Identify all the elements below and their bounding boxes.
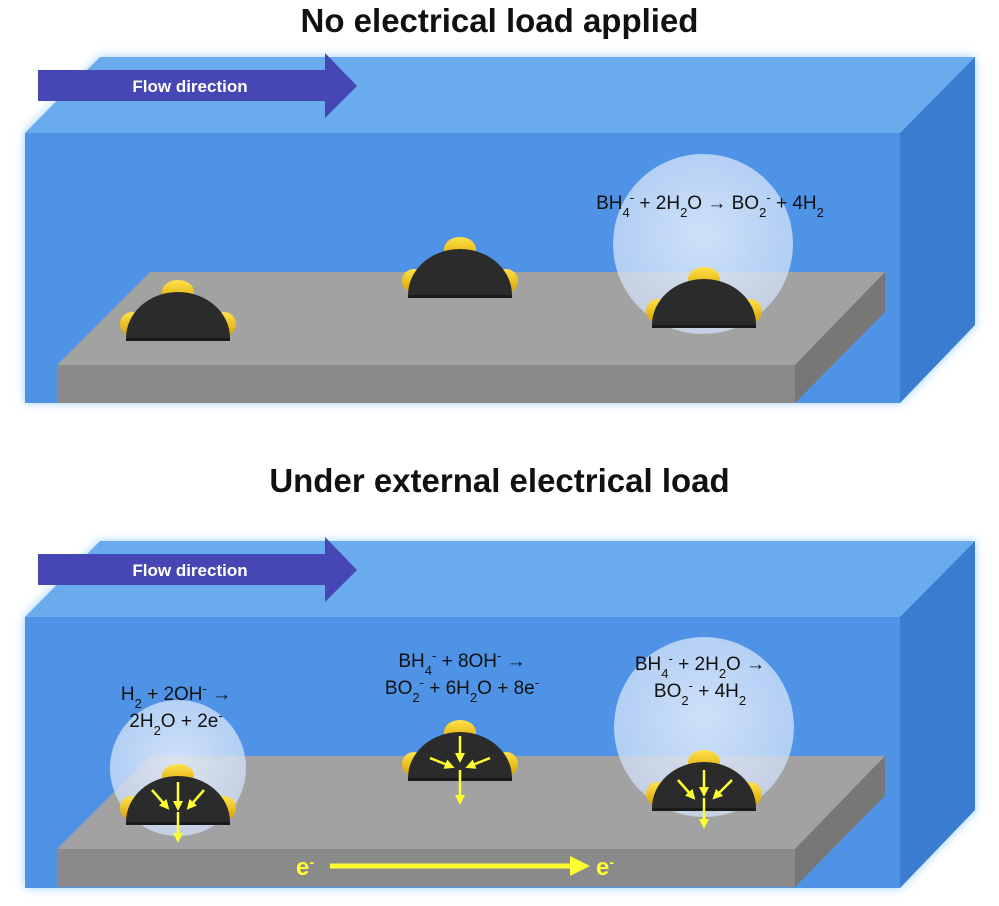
flow-label-bottom: Flow direction [132,561,247,580]
panel-title-under-load: Under external electrical load [269,462,730,499]
electron-label-end: e- [596,854,614,881]
flow-arrow-top: Flow direction [38,53,357,118]
equation-hydrolysis-line2: BO2- + 4H2 [654,678,746,708]
equation-top-hydrolysis: BH4- + 2H2O → BO2- + 4H2 [596,190,824,220]
electron-arrows-particle-6 [677,770,733,829]
equation-hydrolysis-line1: BH4- + 2H2O → [635,651,765,681]
electron-flow: e- e- [296,854,614,881]
bottom-panel: Flow direction [25,537,975,888]
equation-borohydride-oxidation-line2: BO2- + 6H2O + 8e- [385,675,539,705]
bubble-bottom-right [614,637,794,817]
electron-flow-arrow-head [570,856,590,876]
electron-arrows-particle-5 [429,736,491,805]
electron-label-start: e- [296,854,314,881]
flow-label-top: Flow direction [132,77,247,96]
bubble-top-right [613,154,793,334]
electron-arrows-particle-4 [151,782,205,843]
top-panel: Flow direction BH4- + 2H2O → BO2- + 4H2 [25,53,975,403]
panel-title-no-load: No electrical load applied [300,2,699,39]
equation-hydrogen-oxidation-line2: 2H2O + 2e- [129,708,222,738]
equation-hydrogen-oxidation-line1: H2 + 2OH- → [121,681,231,711]
flow-arrow-bottom: Flow direction [38,537,357,602]
equation-borohydride-oxidation-line1: BH4- + 8OH- → [398,648,525,678]
